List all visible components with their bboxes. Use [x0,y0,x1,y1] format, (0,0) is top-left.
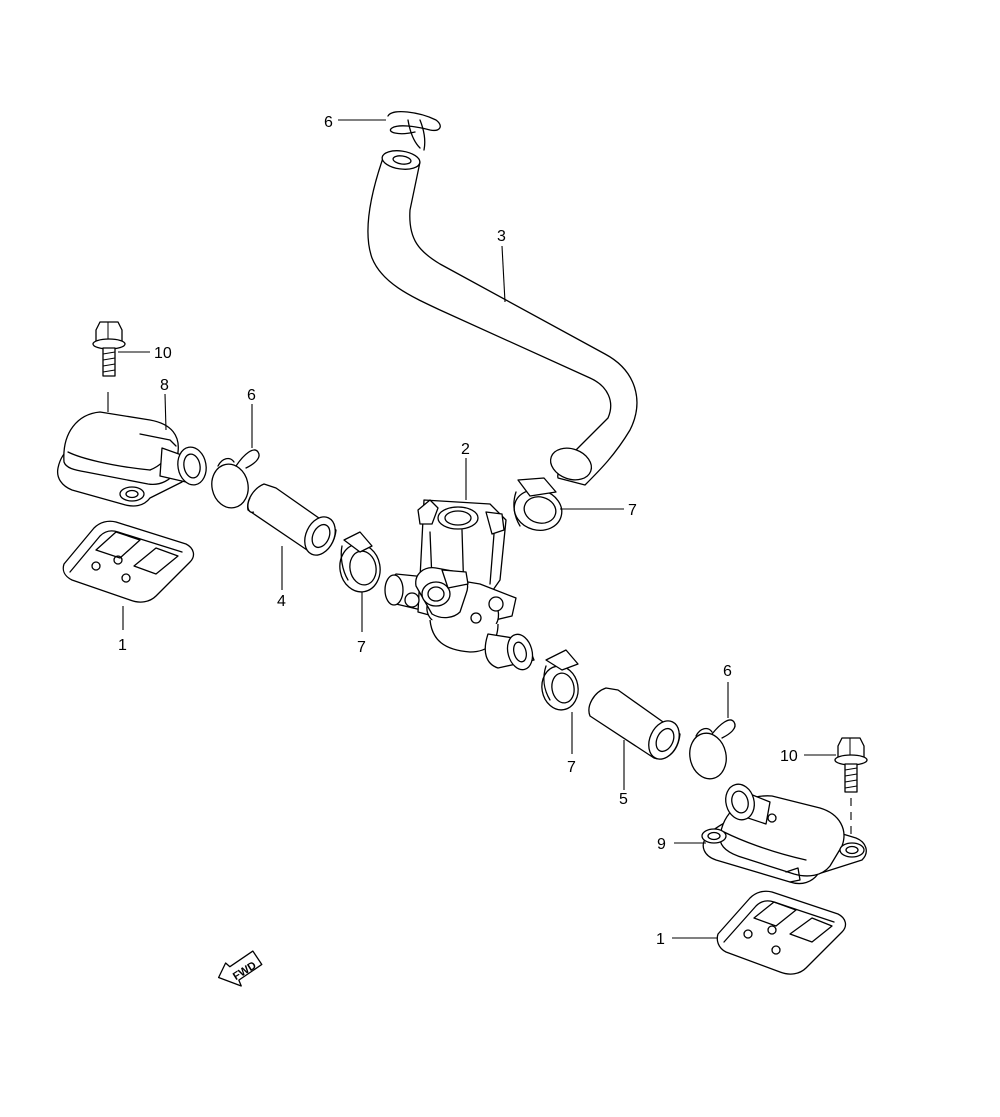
label-part-6-left: 6 [247,387,256,404]
label-part-1-right: 1 [656,931,665,948]
bolt-10-left[interactable] [92,321,126,377]
label-part-5: 5 [619,791,628,808]
bolt-10-right[interactable] [834,737,868,793]
label-part-10-right: 10 [780,748,798,765]
label-part-4: 4 [277,593,286,610]
part-labels: 6 3 10 8 6 2 7 4 1 7 6 7 10 5 9 1 [118,114,798,948]
label-part-7-left: 7 [357,639,366,656]
cover-9[interactable] [701,781,867,885]
clamp-7-middle[interactable] [538,649,581,713]
clip-6-left[interactable] [208,449,260,511]
reed-valve-1-left[interactable] [62,520,195,603]
label-part-1-left: 1 [118,637,127,654]
label-part-9: 9 [657,836,666,853]
label-part-8: 8 [160,377,169,394]
clip-6-top[interactable] [387,110,441,151]
label-part-2: 2 [461,441,470,458]
clip-6-right[interactable] [686,719,736,782]
label-part-6-top: 6 [324,114,333,131]
reed-valve-1-right[interactable] [716,890,847,975]
callout-lines [118,119,836,939]
clamp-7-upper[interactable] [510,477,567,536]
hose-4[interactable] [247,483,341,560]
fwd-arrow-icon: FWD [217,950,263,987]
air-valve-2[interactable] [384,499,536,672]
label-part-7-middle: 7 [567,759,576,776]
label-part-6-right: 6 [723,663,732,680]
label-part-3: 3 [497,228,506,245]
cover-8[interactable] [56,411,209,507]
label-part-7-upper: 7 [628,502,637,519]
hose-3[interactable] [367,148,638,486]
hose-5[interactable] [588,687,685,764]
label-part-10-left: 10 [154,345,172,362]
clamp-7-left[interactable] [336,531,384,595]
